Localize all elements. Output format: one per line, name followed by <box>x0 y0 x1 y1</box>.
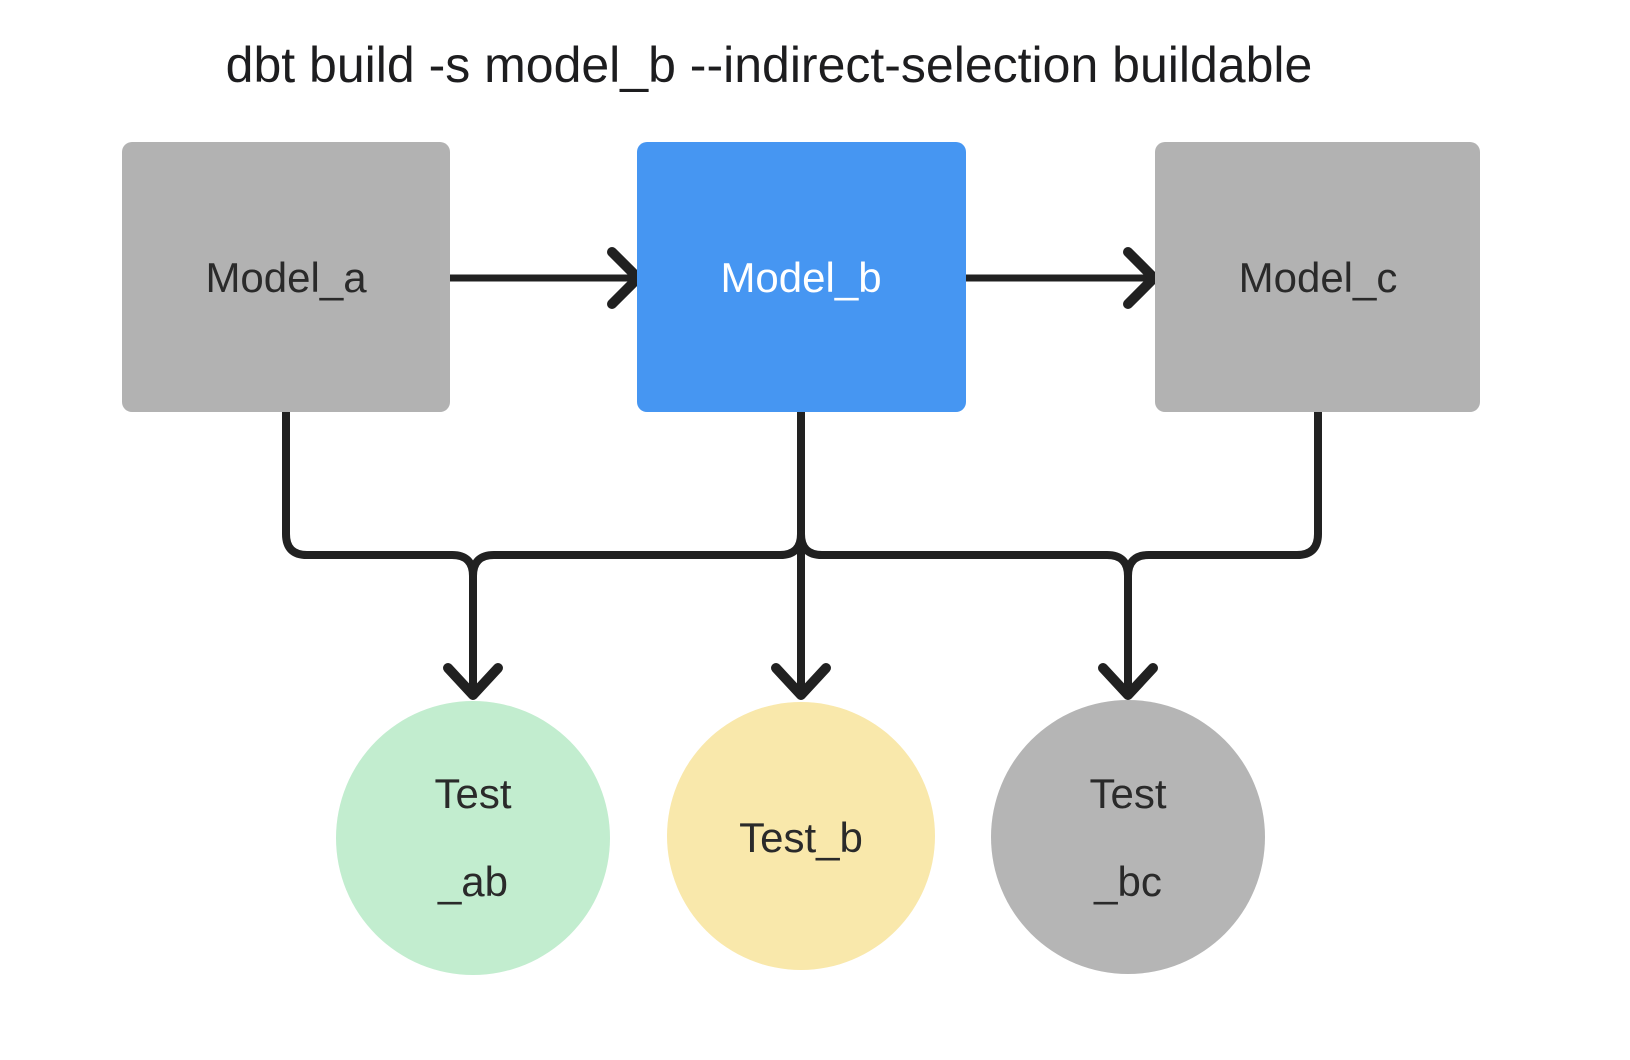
edge-group <box>282 247 1322 700</box>
node-test-ab-label-line2: _ab <box>437 858 508 905</box>
edge-model-b-to-test-bc <box>797 530 1132 580</box>
node-test-bc-label-line2: _bc <box>1093 858 1162 905</box>
node-test-b <box>667 702 935 970</box>
node-model-c <box>1155 142 1480 412</box>
test-nodes: Test _ab Test_b Test _bc <box>336 700 1265 975</box>
edge-model-b-to-test-ab <box>469 530 805 580</box>
node-model-a <box>122 142 450 412</box>
model-nodes: Model_a Model_b Model_c <box>122 142 1480 412</box>
node-test-bc <box>991 700 1265 974</box>
edge-model-c-to-test-bc <box>1124 408 1322 693</box>
node-model-c-label: Model_c <box>1239 254 1398 301</box>
arrowhead-model-c <box>1123 247 1159 309</box>
node-model-a-label: Model_a <box>205 254 367 301</box>
arrowhead-test-bc <box>1098 663 1158 700</box>
node-model-b-label: Model_b <box>720 254 881 301</box>
node-test-bc-label-line1: Test <box>1089 770 1166 817</box>
node-test-ab-label-line1: Test <box>434 770 511 817</box>
diagram-title: dbt build -s model_b --indirect-selectio… <box>226 37 1313 93</box>
edge-model-a-to-test-ab <box>282 408 477 693</box>
node-model-b <box>637 142 966 412</box>
node-test-b-label: Test_b <box>739 814 863 861</box>
arrowhead-test-ab <box>443 663 503 700</box>
arrowhead-test-b <box>771 663 831 700</box>
node-test-ab <box>336 701 610 975</box>
